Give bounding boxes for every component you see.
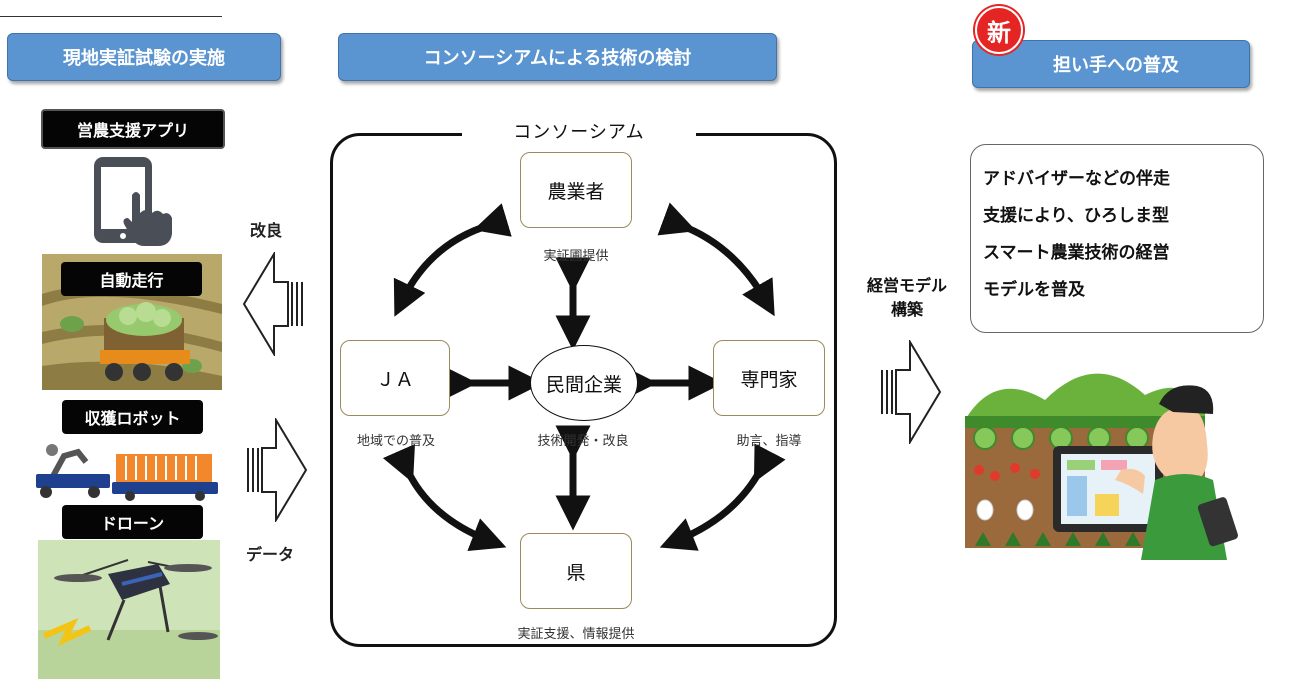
model-hollow-arrow [881,340,942,444]
member-ja: ＪＡ [340,340,450,416]
callout-line: アドバイザーなどの伴走 [983,169,1170,189]
header-consortium-review: コンソーシアムによる技術の検討 [338,33,777,81]
callout-line: モデルを普及 [983,280,1085,300]
harvest-robot-illustration [36,444,218,501]
model-build-label: 経営モデル 構築 [856,274,958,322]
header-field-trial-text: 現地実証試験の実施 [63,48,225,69]
new-badge-text: 新 [987,18,1011,47]
role-expert: 助言、指導 [736,434,802,449]
role-farmer: 実証圃提供 [543,249,609,264]
auto-drive-label-text: 自動走行 [99,271,164,290]
header-diffusion-text: 担い手への普及 [1053,55,1179,76]
member-expert: 専門家 [713,340,825,416]
role-ja: 地域での普及 [356,434,435,449]
model-build-label-line1: 経営モデル [866,276,947,295]
farmer-illustration [965,373,1238,560]
member-private-label: 民間企業 [545,373,622,396]
member-farmer: 農業者 [520,152,632,228]
drone-label: ドローン [62,505,203,539]
header-diffusion: 担い手への普及 [972,40,1250,88]
tablet-icon [94,157,172,246]
member-farmer-label: 農業者 [547,180,605,203]
role-prefecture: 実証支援、情報提供 [517,627,635,642]
new-badge: 新 [975,6,1023,54]
arrow-farmer-expert [657,202,775,317]
drone-label-text: ドローン [100,514,165,533]
app-label: 営農支援アプリ [41,109,225,149]
drone-illustration [38,540,220,679]
member-prefecture: 県 [520,533,632,609]
header-field-trial: 現地実証試験の実施 [7,33,281,81]
arrow-ja-prefecture [382,443,507,551]
callout-line: 支援により、ひろしま型 [983,206,1169,226]
header-consortium-review-text: コンソーシアムによる技術の検討 [423,48,692,69]
member-expert-label: 専門家 [740,368,798,391]
data-label: データ [246,545,295,564]
right-hollow-arrow [247,418,308,522]
member-ja-label: ＪＡ [375,368,414,391]
improve-label: 改良 [250,221,283,240]
member-prefecture-label: 県 [566,561,586,584]
arrow-farmer-ja [393,203,512,317]
left-hollow-arrow [242,252,303,356]
arrow-expert-prefecture [659,443,786,551]
harvest-robot-label-text: 収獲ロボット [84,409,181,428]
harvest-robot-label: 収獲ロボット [62,400,203,434]
consortium-title: コンソーシアム [462,120,696,146]
top-rule [0,16,222,17]
member-private: 民間企業 [530,345,638,421]
auto-drive-label: 自動走行 [61,262,202,296]
consortium-arrows [382,202,786,551]
callout-line: スマート農業技術の経営 [983,243,1170,263]
role-private: 技術開発・改良 [537,434,629,449]
diffusion-callout: アドバイザーなどの伴走 支援により、ひろしま型 スマート農業技術の経営 モデルを… [970,144,1264,333]
app-label-text: 営農支援アプリ [76,121,189,140]
model-build-label-line2: 構築 [890,300,923,319]
